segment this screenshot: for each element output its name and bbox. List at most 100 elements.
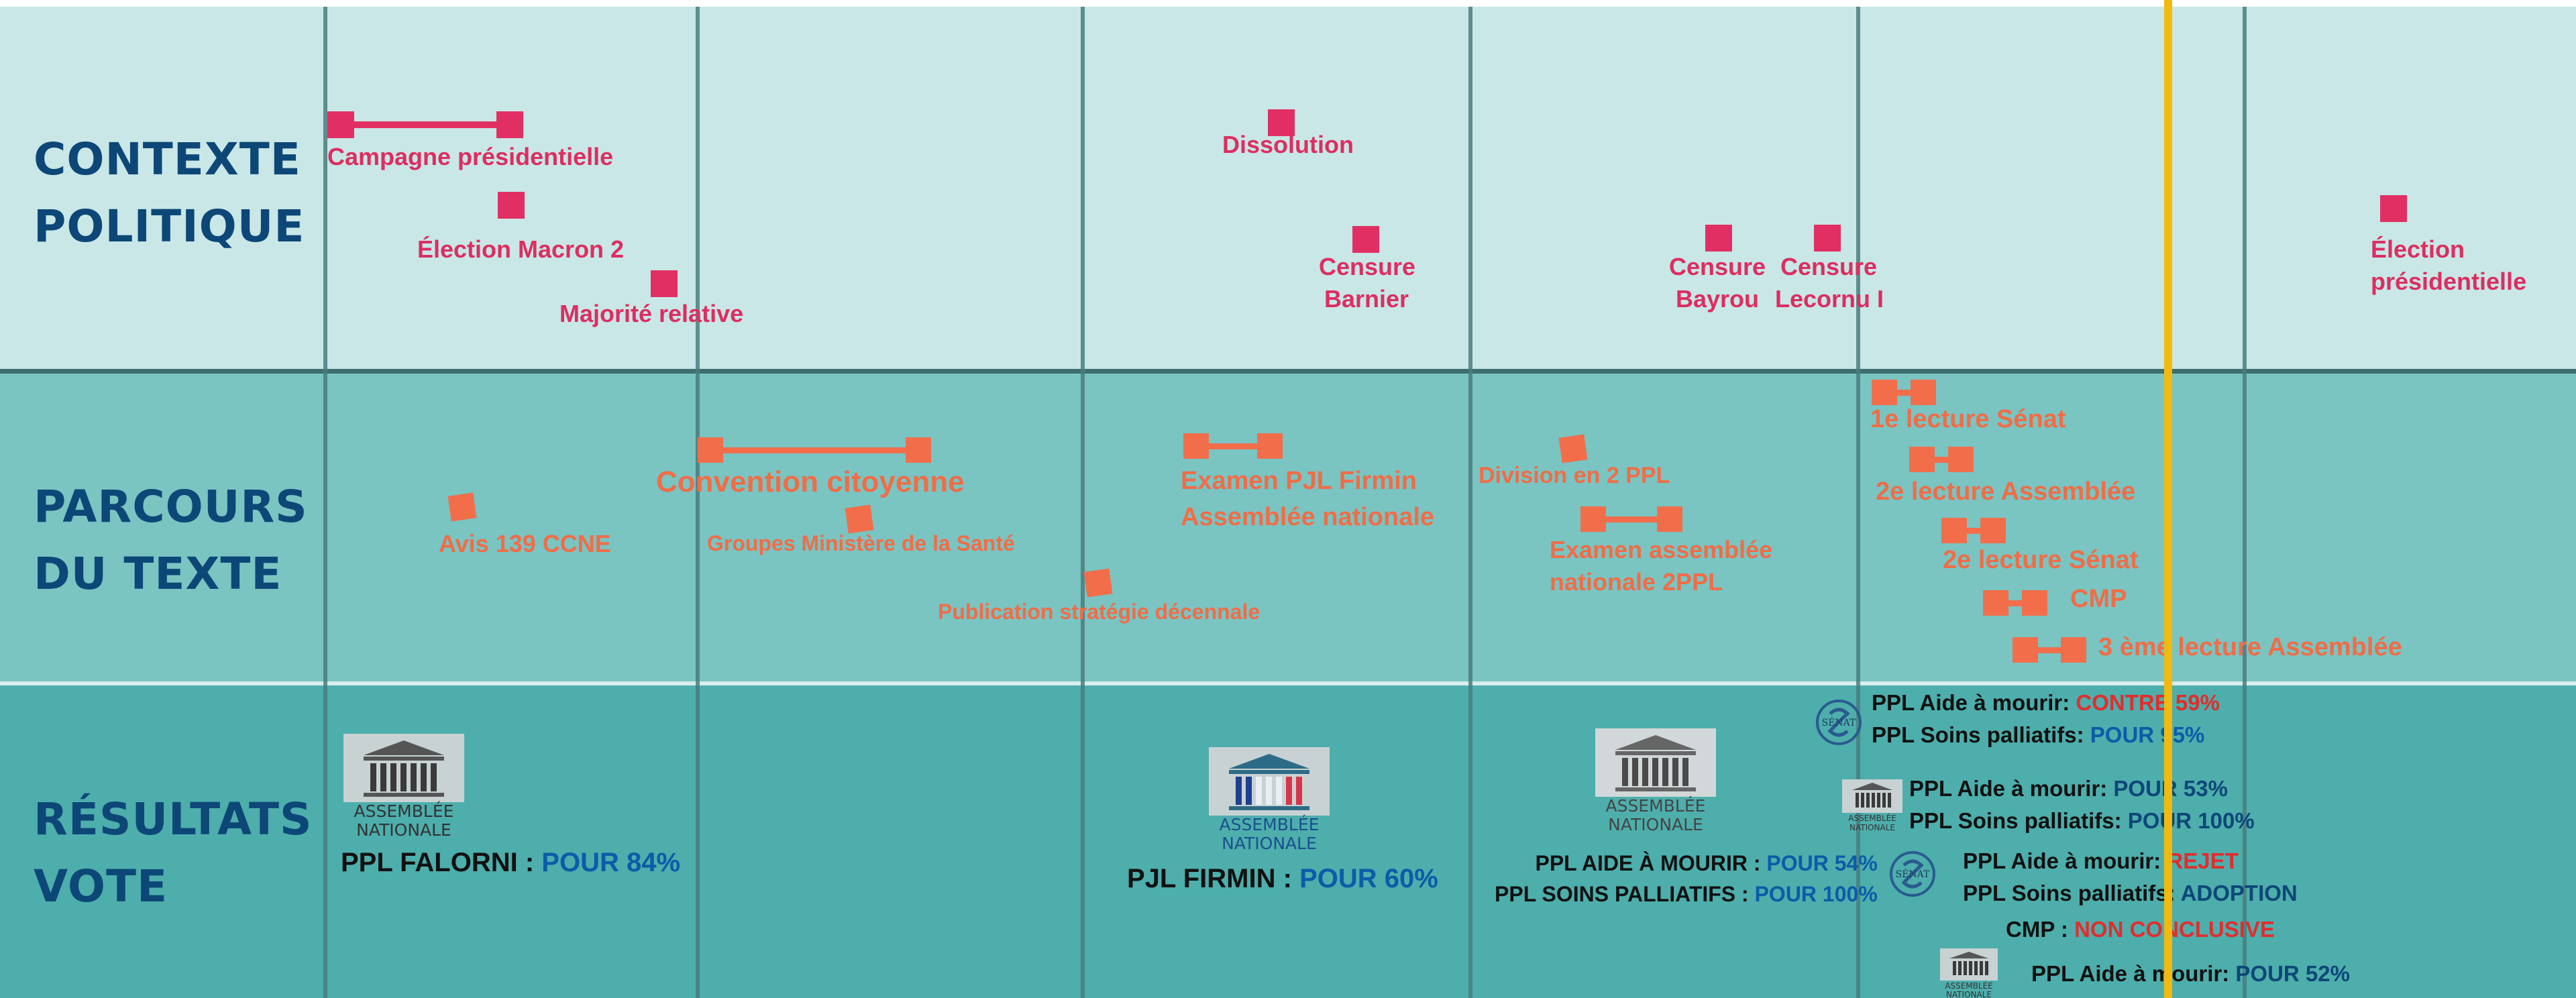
event-label: Élection présidentielle [2371,233,2526,298]
vote-value: NON CONCLUSIVE [2074,917,2275,942]
logo-text: ASSEMBLÉE [1606,796,1706,816]
event-label: Campagne présidentielle [327,143,614,170]
logo-text: ASSEMBLÉE [1945,981,1992,991]
label-line: présidentielle [2371,268,2527,295]
logo-text: SÉNAT [1896,868,1930,880]
vote-result-group: PPL Aide à mourir: POUR 53% PPL Soins pa… [1909,773,2255,837]
timeline-divider [323,7,327,998]
vote-result: PJL FIRMIN : POUR 60% [1127,864,1438,894]
vote-value: CONTRE 59% [2076,690,2220,715]
vote-value: POUR 95% [2090,722,2205,747]
event-label: CMP [2070,585,2127,613]
vote-value: ADOPTION [2180,881,2298,905]
label-line: Barnier [1324,285,1409,313]
event-label: Censure Lecornu I [1775,251,1884,315]
event-span-bar [1927,457,1967,463]
event-label: Division en 2 PPL [1479,463,1670,488]
event-label: Élection Macron 2 [417,235,625,263]
event-marker [1352,226,1379,253]
event-marker [845,504,874,534]
event-label: Avis 139 CCNE [439,530,611,557]
vote-result-group: PPL AIDE À MOURIR : POUR 54% PPL SOINS P… [1495,848,1878,909]
vote-result: PPL Aide à mourir: REJET [1963,845,2298,877]
label-line: Examen assemblée [1550,536,1773,563]
event-marker [1268,109,1295,136]
row-label-contexte: CONTEXTE POLITIQUE [34,126,305,260]
vote-label: PPL FALORNI : [341,848,542,877]
event-marker [1814,225,1841,252]
timeline-divider [696,7,700,998]
senat-logo: SÉNAT [1814,698,1864,747]
event-label: Publication stratégie décennale [938,600,1260,624]
vote-label: PPL Soins palliatifs: [1963,881,2181,905]
vote-label: PPL Aide à mourir: [2031,961,2236,986]
logo-text: NATIONALE [356,820,451,840]
vote-result: PPL Soins palliatifs: ADOPTION [1963,877,2298,909]
event-label: 3 ème lecture Assemblée [2098,633,2402,661]
event-span-bar [1203,443,1271,449]
event-marker [2380,195,2407,222]
row-label-line: DU TEXTE [34,548,282,600]
band-divider [0,681,2576,685]
vote-result: PPL Aide à mourir: POUR 52% [2031,958,2350,990]
assemblee-nationale-logo: ASSEMBLÉE NATIONALE [1842,779,1902,832]
event-label: 2e lecture Assemblée [1876,478,2136,506]
vote-result: PPL Aide à mourir: CONTRE 59% [1872,687,2220,719]
logo-text: NATIONALE [1946,990,1992,998]
event-marker [2022,590,2047,616]
label-line: Bayrou [1675,285,1760,313]
logo-text: NATIONALE [1222,834,1317,853]
vote-label: PPL Aide à mourir: [1872,690,2076,715]
assemblee-nationale-logo: ASSEMBLÉE NATIONALE [1595,728,1716,836]
label-line: Examen PJL Firmin [1181,467,1417,495]
event-label: Dissolution [1222,131,1354,158]
vote-label: PPL SOINS PALLIATIFS : [1495,882,1755,906]
vote-result-group: PPL Aide à mourir: CONTRE 59% PPL Soins … [1872,687,2220,751]
event-label: Majorité relative [559,300,744,327]
event-marker [1558,434,1588,463]
timeline-divider [1856,7,1860,998]
event-span-bar [718,447,926,453]
row-label-line: VOTE [34,861,168,912]
vote-label: PPL Soins palliatifs: [1872,722,2090,747]
event-marker [2061,637,2086,663]
vote-label: PJL FIRMIN : [1127,864,1300,893]
event-span-bar [2000,600,2041,606]
vote-label: PPL Aide à mourir: [1963,848,2167,873]
vote-label: CMP : [2006,917,2075,942]
vote-label: PPL Aide à mourir: [1909,776,2114,801]
row-label-line: POLITIQUE [34,201,305,252]
current-date-marker [2164,0,2172,998]
event-label: 2e lecture Sénat [1943,546,2139,574]
vote-value: REJET [2167,848,2239,873]
event-label: Groupes Ministère de la Santé [707,531,1015,555]
logo-text: ASSEMBLÉE [1220,815,1320,834]
label-line: Lecornu I [1775,285,1884,313]
event-label: Convention citoyenne [656,465,965,498]
event-span-bar [1601,516,1674,522]
timeline-divider [1081,7,1085,998]
logo-text: ASSEMBLÉE [1848,813,1896,823]
vote-value: POUR 100% [2127,808,2255,833]
event-span-bar [1959,528,1999,534]
vote-result: PPL Soins palliatifs: POUR 95% [1872,719,2220,751]
logo-text: SÉNAT [1822,716,1856,728]
label-line: nationale 2PPL [1550,568,1723,596]
event-marker [651,270,678,297]
vote-result: CMP : NON CONCLUSIVE [2006,913,2275,946]
assemblee-nationale-logo: ASSEMBLÉE NATIONALE [1209,747,1330,854]
row-label-resultats: RÉSULTATS VOTE [34,786,313,920]
logo-text: NATIONALE [1849,823,1895,832]
label-line: Censure [1319,253,1416,280]
label-line: Élection [2371,235,2465,263]
event-marker [1257,433,1283,459]
label-line: Assemblée nationale [1181,503,1435,531]
vote-value: POUR 84% [541,848,681,877]
vote-value: POUR 60% [1299,864,1438,893]
row-label-parcours: PARCOURS DU TEXTE [34,474,308,608]
label-line: Censure [1780,253,1878,280]
event-label: Censure Bayrou [1668,251,1767,315]
event-span-bar [2030,647,2077,653]
vote-label: PPL AIDE À MOURIR : [1535,851,1767,875]
